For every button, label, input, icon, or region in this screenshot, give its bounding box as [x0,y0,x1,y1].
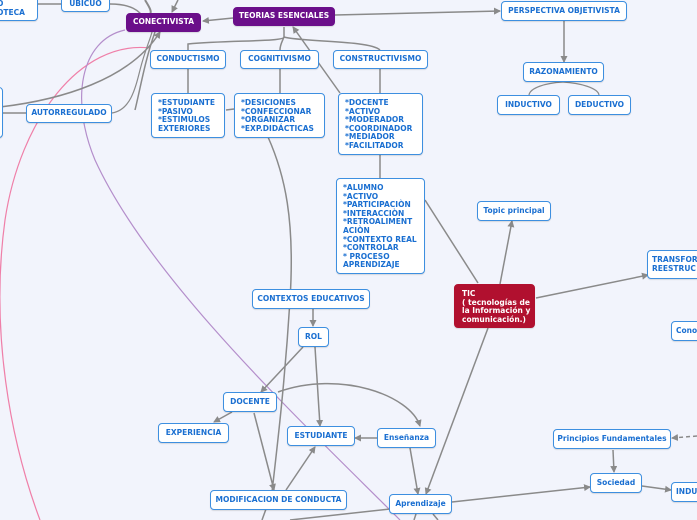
node-cono[interactable]: Cono [671,321,697,341]
node-transformacion[interactable]: TRANSFOR REESTRUC [647,250,697,279]
link-aprendizaje-sociedad [451,484,591,503]
node-cognitivismo[interactable]: COGNITIVISMO [240,50,319,69]
node-modificacion-conducta[interactable]: MODIFICACION DE CONDUCTA [210,490,347,510]
node-estudiante[interactable]: ESTUDIANTE [287,426,355,446]
node-experiencia[interactable]: EXPERIENCIA [158,423,229,443]
node-cognitivismo-list[interactable]: *DESICIONES *CONFECCIONAR *ORGANIZAR *EX… [234,93,325,138]
link-tic-transformacion [535,272,649,299]
node-conectivista[interactable]: CONECTIVISTA [126,13,201,32]
link-autorregulado-conectivista [111,31,153,114]
node-deductivo[interactable]: DEDUCTIVO [568,95,631,115]
node-contextos-educativos[interactable]: CONTEXTOS EDUCATIVOS [252,289,370,309]
node-left-edge[interactable] [0,87,3,138]
node-autorregulado[interactable]: AUTORREGULADO [26,104,112,123]
node-conductismo[interactable]: CONDUCTISMO [150,50,226,69]
node-ensenanza[interactable]: Enseñanza [377,428,436,448]
link-teorias-cognitivismo [279,36,285,51]
node-constructivismo-list[interactable]: *DOCENTE *ACTIVO *MODERADOR *COORDINADOR… [338,93,423,155]
link-aprendizaje-down2 [432,513,439,520]
link-razonamiento-inductivo [528,81,564,96]
link-aprendizaje-down1 [413,513,417,520]
node-perspectiva-objetivista[interactable]: PERSPECTIVA OBJETIVISTA [501,1,627,21]
node-topic-principal[interactable]: Topic principal [477,201,551,221]
link-teorias-perspectiva [334,7,501,16]
node-principios-fundamentales[interactable]: Principios Fundamentales [553,429,671,449]
link-top2 [144,0,152,15]
link-condlist-coglist [225,108,235,111]
link-left-conectivista [0,31,161,108]
node-constructivismo[interactable]: CONSTRUCTIVISMO [333,50,428,69]
node-biblioteca[interactable]: O OTECA [0,0,38,21]
node-tic[interactable]: TIC ( tecnologías de la Información y co… [454,284,535,328]
link-razonamiento-deductivo [562,81,600,96]
node-indu[interactable]: INDU [671,482,697,502]
link-aprendizaje-left [289,508,391,520]
node-docente[interactable]: DOCENTE [223,392,277,412]
link-teorias-constructivismo [283,36,381,51]
link-sociedad-indu [641,485,672,493]
node-inductivo[interactable]: INDUCTIVO [497,95,560,115]
link-conectivista-down [134,31,156,111]
node-teorias-esenciales[interactable]: TEORIAS ESENCIALES [233,7,335,26]
link-docente-modificacion [253,412,276,491]
link-tic-topic [499,220,515,285]
link-docente-experiencia [213,411,233,423]
node-sociedad[interactable]: Sociedad [590,473,642,493]
node-alumno-list[interactable]: *ALUMNO *ACTIVO *PARTICIPACIÒN *INTERACC… [336,178,425,274]
node-conductismo-list[interactable]: *ESTUDIANTE *PASIVO *ESTIMULOS EXTERIORE… [151,93,225,138]
link-tic-aprendizaje [424,327,489,495]
node-razonamiento[interactable]: RAZONAMIENTO [523,62,604,82]
link-top-conectivista [171,0,179,13]
link-rol-docente [260,346,304,393]
node-rol[interactable]: ROL [298,327,329,347]
link-modificacion-estudiante [285,446,316,491]
link-constlist-tic [424,199,479,284]
link-rol-estudiante [314,346,324,427]
link-teorias-conductismo [187,27,285,50]
link-ensenanza-aprendizaje [409,447,421,495]
link-principios-sociedad [610,449,618,473]
node-ubicuo[interactable]: UBICUO [61,0,110,12]
node-aprendizaje[interactable]: Aprendizaje [389,494,452,514]
link-teorias-conectivista [202,16,234,24]
link-dashed-principios [671,434,697,442]
link-docente-ensenanza [277,382,422,427]
link-modificacion-down [261,508,267,520]
